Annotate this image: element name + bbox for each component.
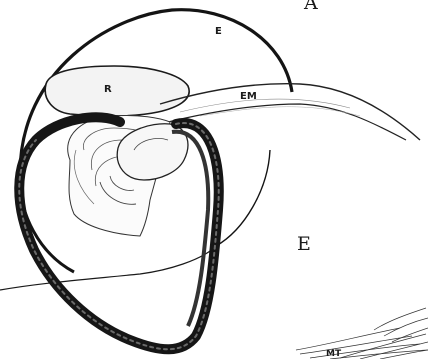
label-em: EM bbox=[240, 91, 257, 102]
bristles bbox=[296, 308, 428, 359]
panel-letter: A bbox=[303, 0, 318, 14]
label-e-small: E bbox=[215, 26, 222, 37]
label-r: R bbox=[104, 84, 112, 95]
label-mt: MT bbox=[326, 349, 342, 359]
r-body bbox=[45, 66, 189, 116]
label-e-large: E bbox=[297, 233, 311, 255]
